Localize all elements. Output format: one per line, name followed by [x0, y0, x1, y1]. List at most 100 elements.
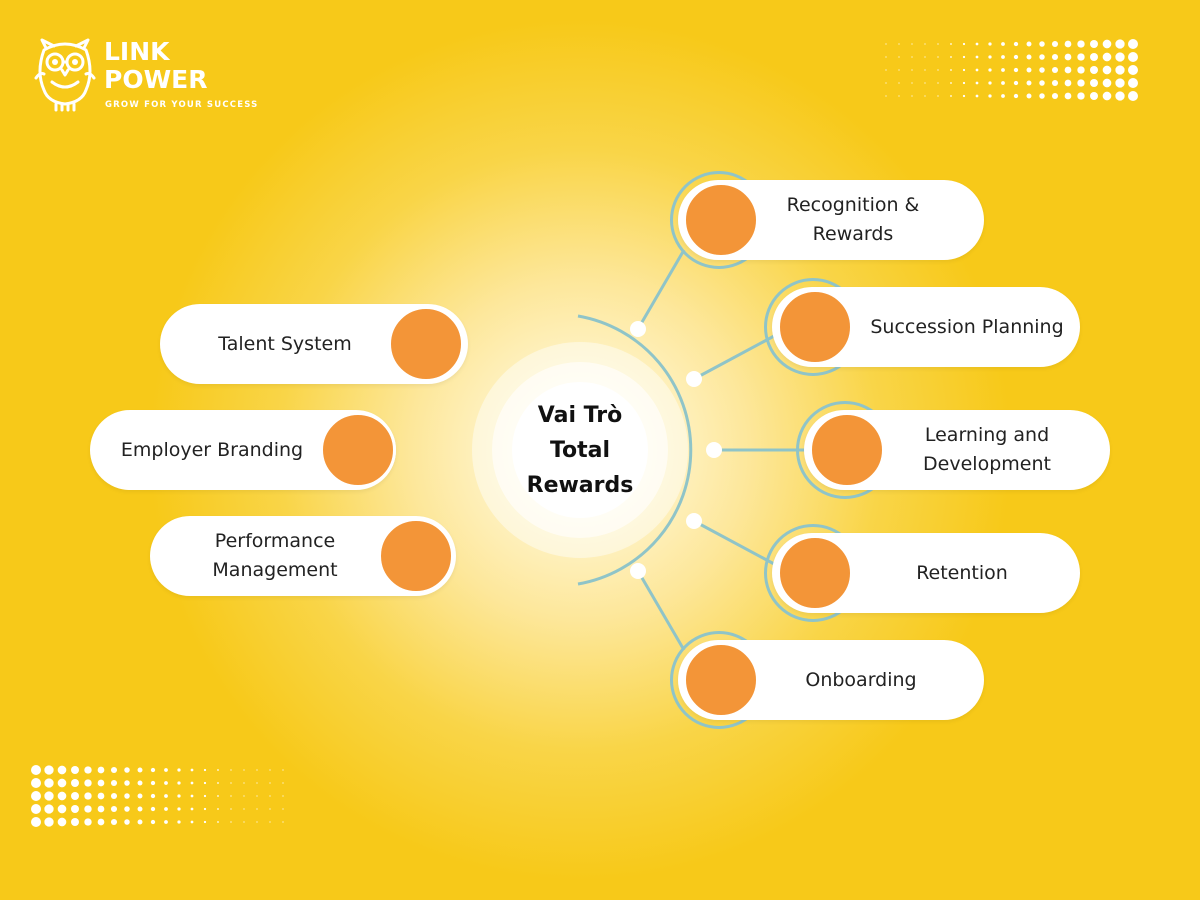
decorative-dot	[217, 782, 219, 784]
owl-icon	[34, 38, 96, 112]
item-label: Recognition & Rewards	[786, 194, 920, 245]
decorative-dot	[950, 95, 952, 97]
decorative-dot	[31, 765, 41, 775]
decorative-dot	[1039, 93, 1045, 99]
decorative-dot	[31, 791, 41, 801]
decorative-dot	[1039, 67, 1045, 73]
decorative-dot	[217, 821, 219, 823]
decorative-dot	[1077, 66, 1085, 74]
decorative-dot	[84, 766, 92, 774]
junction-dot-5	[630, 563, 646, 579]
decorative-dot	[975, 81, 979, 85]
decorative-dot	[150, 780, 156, 786]
decorative-dot	[57, 791, 67, 801]
decorative-dot	[1102, 65, 1112, 75]
item-onboarding: Onboarding	[678, 640, 984, 720]
decorative-dot	[44, 804, 54, 814]
junction-dot-3	[706, 442, 722, 458]
decorative-dot	[898, 43, 900, 45]
decorative-dot	[137, 819, 143, 825]
decorative-dot	[137, 767, 143, 773]
decorative-dot	[1102, 39, 1112, 49]
decorative-dot	[911, 69, 913, 71]
decorative-dot	[71, 779, 79, 787]
decorative-dot	[911, 82, 913, 84]
decorative-dot	[282, 795, 284, 797]
decorative-dot	[150, 767, 156, 773]
decorative-dot	[885, 56, 887, 58]
decorative-dot	[177, 794, 181, 798]
decorative-dot	[31, 804, 41, 814]
decorative-dot	[44, 765, 54, 775]
decorative-dot	[1064, 53, 1072, 61]
orange-node	[388, 306, 464, 382]
decorative-dot	[975, 42, 979, 46]
decorative-dot	[962, 55, 966, 59]
orange-node	[809, 412, 885, 488]
decorative-dot	[71, 805, 79, 813]
decorative-dot	[164, 781, 168, 785]
decorative-dot	[84, 818, 92, 826]
junction-dot-2	[686, 371, 702, 387]
decorative-dot	[44, 791, 54, 801]
decorative-dot	[1001, 81, 1005, 85]
decorative-dot	[950, 43, 952, 45]
decorative-dot	[71, 818, 79, 826]
brand-name-line1: LINK	[104, 37, 170, 66]
decorative-dot	[256, 782, 258, 784]
decorative-dot	[1102, 52, 1112, 62]
item-label: Learning and Development	[923, 424, 1051, 475]
decorative-dot	[243, 782, 245, 784]
decorative-dot	[1001, 68, 1005, 72]
decorative-dot	[203, 807, 207, 811]
decorative-dot	[950, 69, 952, 71]
decorative-dot	[975, 55, 979, 59]
decorative-dot	[230, 769, 232, 771]
item-recognition-rewards: Recognition & Rewards	[678, 180, 984, 260]
decorative-dot	[230, 808, 232, 810]
decorative-dot	[97, 805, 105, 813]
decorative-dot	[1064, 92, 1072, 100]
orange-node	[320, 412, 396, 488]
decorative-dot	[1013, 67, 1019, 73]
item-label: Retention	[916, 561, 1008, 584]
decorative-dot	[885, 69, 887, 71]
decorative-dot	[190, 807, 194, 811]
decorative-dot	[124, 780, 130, 786]
decorative-dot	[282, 769, 284, 771]
item-succession-planning: Succession Planning	[772, 287, 1080, 367]
orange-node	[683, 182, 759, 258]
decorative-dot	[177, 807, 181, 811]
decorative-dot	[1039, 41, 1045, 47]
decorative-dot	[190, 781, 194, 785]
connector-arc	[577, 314, 693, 586]
decorative-dot	[1102, 91, 1112, 101]
decorative-dot	[1115, 78, 1125, 88]
decorative-dot	[190, 820, 194, 824]
decorative-dot	[57, 765, 67, 775]
decorative-dot	[1115, 39, 1125, 49]
spoke-succession	[693, 333, 777, 381]
decorative-dot	[84, 779, 92, 787]
decorative-dot	[243, 795, 245, 797]
decorative-dot	[1077, 92, 1085, 100]
decorative-dot	[177, 781, 181, 785]
decorative-dot	[1115, 52, 1125, 62]
orange-node	[777, 535, 853, 611]
decorative-dot	[1115, 91, 1125, 101]
decorative-dot	[962, 94, 966, 98]
decorative-dot	[124, 793, 130, 799]
decorative-dot-grid-bottom	[31, 765, 284, 827]
decorative-dot	[1090, 66, 1098, 74]
decorative-dot	[71, 766, 79, 774]
item-talent-system: Talent System	[160, 304, 468, 384]
decorative-dot	[31, 778, 41, 788]
decorative-dot	[269, 769, 271, 771]
decorative-dot	[124, 767, 130, 773]
decorative-dot	[962, 81, 966, 85]
decorative-dot	[911, 56, 913, 58]
decorative-dot	[1013, 93, 1019, 99]
decorative-dot	[269, 808, 271, 810]
decorative-dot	[885, 43, 887, 45]
